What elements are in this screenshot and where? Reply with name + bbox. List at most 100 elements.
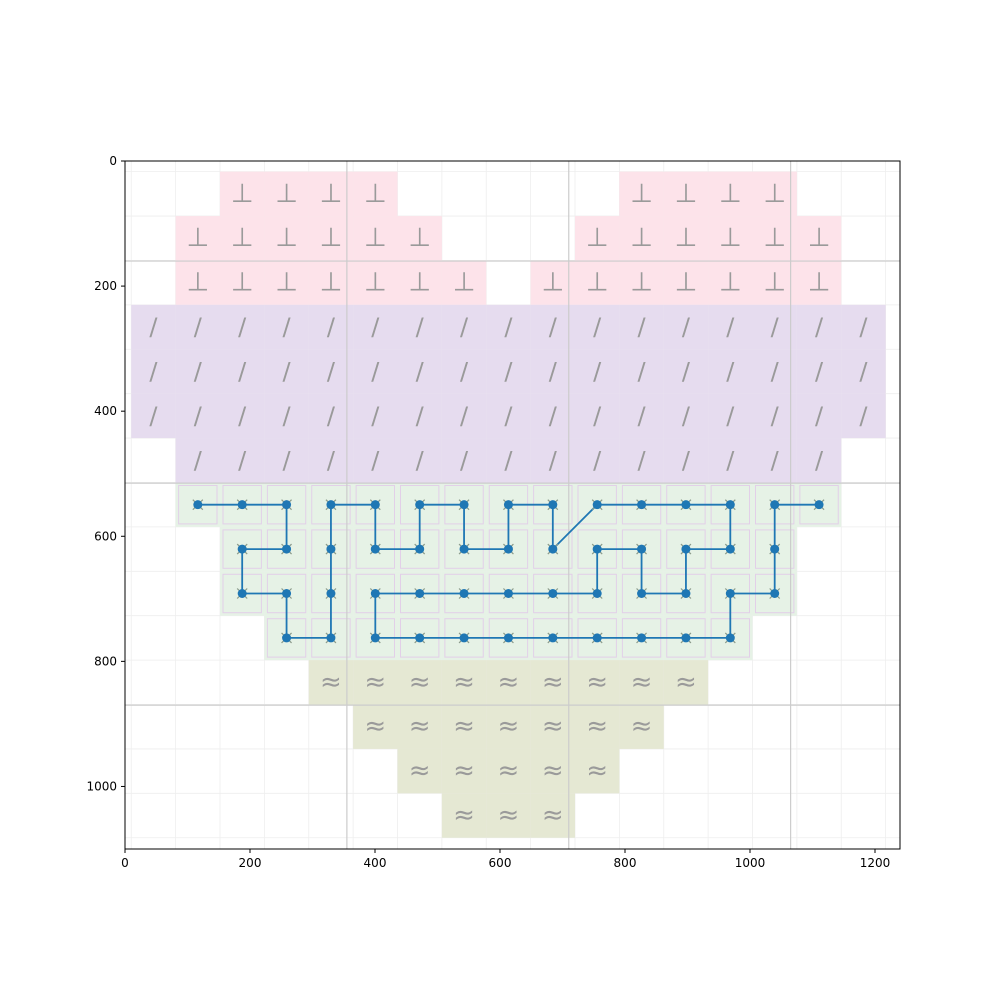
board-cell-lavender <box>841 349 886 394</box>
path-node <box>636 632 647 644</box>
cell-symbol: / <box>593 313 602 341</box>
board-cell-lavender <box>530 393 575 439</box>
cell-symbol: ⊥ <box>453 268 476 298</box>
y-tick-label: 600 <box>94 529 117 543</box>
cell-symbol: ≈ <box>586 712 608 742</box>
cell-symbol: / <box>593 446 602 474</box>
board-cell-lavender <box>441 393 487 439</box>
board-cell-lavender <box>530 438 575 483</box>
board-cell-lavender <box>708 304 753 350</box>
board-cell-olive <box>441 704 487 749</box>
board-cell-lavender <box>796 438 842 483</box>
board-cell-lavender <box>708 393 753 439</box>
y-tick-label: 0 <box>109 154 117 168</box>
cell-symbol: / <box>504 313 513 341</box>
cell-symbol: / <box>859 357 868 385</box>
cell-symbol: / <box>416 446 425 474</box>
board-cell-olive <box>530 793 575 838</box>
cell-symbol: / <box>726 402 735 430</box>
board-cell-lavender <box>841 304 886 350</box>
cell-symbol: / <box>283 357 292 385</box>
cell-symbol: / <box>283 313 292 341</box>
cell-symbol: ≈ <box>542 712 564 742</box>
board-cell-pink <box>663 216 709 261</box>
cell-symbol: / <box>238 313 247 341</box>
x-tick-label: 0 <box>121 856 129 870</box>
path-node <box>724 632 736 644</box>
board-cell-pink <box>575 260 620 305</box>
cell-symbol: ⊥ <box>763 179 786 209</box>
board-cell-lavender <box>663 438 709 483</box>
cell-symbol: / <box>504 402 513 430</box>
cell-symbol: / <box>283 446 292 474</box>
board-cell-lavender <box>530 349 575 394</box>
cell-symbol: / <box>682 357 691 385</box>
board-cell-lavender <box>264 393 309 439</box>
cell-symbol: / <box>371 313 380 341</box>
board-cell-lavender <box>308 304 354 350</box>
board-cell-pink <box>441 260 487 305</box>
path-node <box>547 588 559 599</box>
x-tick-label: 800 <box>614 856 637 870</box>
board-cell-olive <box>530 660 575 705</box>
board-cell-pink <box>796 216 842 261</box>
board-cell-lavender <box>663 349 709 394</box>
board-cell-lavender <box>752 438 797 483</box>
board-cell-lavender <box>441 438 487 483</box>
cell-symbol: / <box>771 313 780 341</box>
cell-symbol: / <box>859 313 868 341</box>
y-tick-label: 800 <box>94 654 117 668</box>
cell-symbol: / <box>726 446 735 474</box>
board-cell-olive <box>441 660 487 705</box>
board-cell-lavender <box>708 349 753 394</box>
board-cell-olive <box>530 704 575 749</box>
cell-symbol: / <box>327 313 336 341</box>
board-cell-lavender <box>708 438 753 483</box>
cell-symbol: / <box>416 357 425 385</box>
board-cell-pink <box>752 171 797 217</box>
cell-symbol: ⊥ <box>186 223 209 253</box>
board-cell-pink <box>397 260 442 305</box>
board-cell-lavender <box>486 304 531 350</box>
cell-symbol: / <box>504 446 513 474</box>
cell-symbol: ⊥ <box>364 268 387 298</box>
board-cell-pink <box>663 171 709 217</box>
board-cell-pink <box>264 260 309 305</box>
cell-symbol: ≈ <box>453 667 475 697</box>
path-node <box>547 632 559 644</box>
cell-symbol: ⊥ <box>719 223 742 253</box>
board-cell-lavender <box>486 393 531 439</box>
cell-symbol: ≈ <box>498 712 520 742</box>
x-tick-label: 1000 <box>735 856 766 870</box>
board-cell-lavender <box>575 438 620 483</box>
board-cell-pink <box>353 171 398 217</box>
cell-symbol: / <box>593 402 602 430</box>
board-cell-pink <box>308 171 354 217</box>
path-node <box>680 543 692 555</box>
board-cell-olive <box>486 748 531 794</box>
path-node <box>281 632 292 644</box>
board-cell-lavender <box>175 304 220 350</box>
board-cell-lavender <box>796 349 842 394</box>
board-cell-lavender <box>575 393 620 439</box>
board-cell-lavender <box>353 393 398 439</box>
x-tick-label: 1200 <box>860 856 891 870</box>
path-node <box>680 499 692 511</box>
cell-symbol: ≈ <box>320 667 342 697</box>
cell-symbol: ⊥ <box>630 223 653 253</box>
cell-symbol: / <box>549 402 558 430</box>
board-cell-lavender <box>397 304 442 350</box>
board-cell-lavender <box>397 393 442 439</box>
board-cell-olive <box>575 748 620 794</box>
board-cell-lavender <box>397 438 442 483</box>
cell-symbol: / <box>371 402 380 430</box>
cell-symbol: ⊥ <box>630 268 653 298</box>
board-cell-olive <box>441 793 487 838</box>
board-cell-lavender <box>796 393 842 439</box>
cell-symbol: / <box>149 357 158 385</box>
board-cell-pink <box>796 260 842 305</box>
cell-symbol: ≈ <box>498 801 520 831</box>
cell-symbol: / <box>327 402 336 430</box>
cell-symbol: ⊥ <box>320 268 343 298</box>
